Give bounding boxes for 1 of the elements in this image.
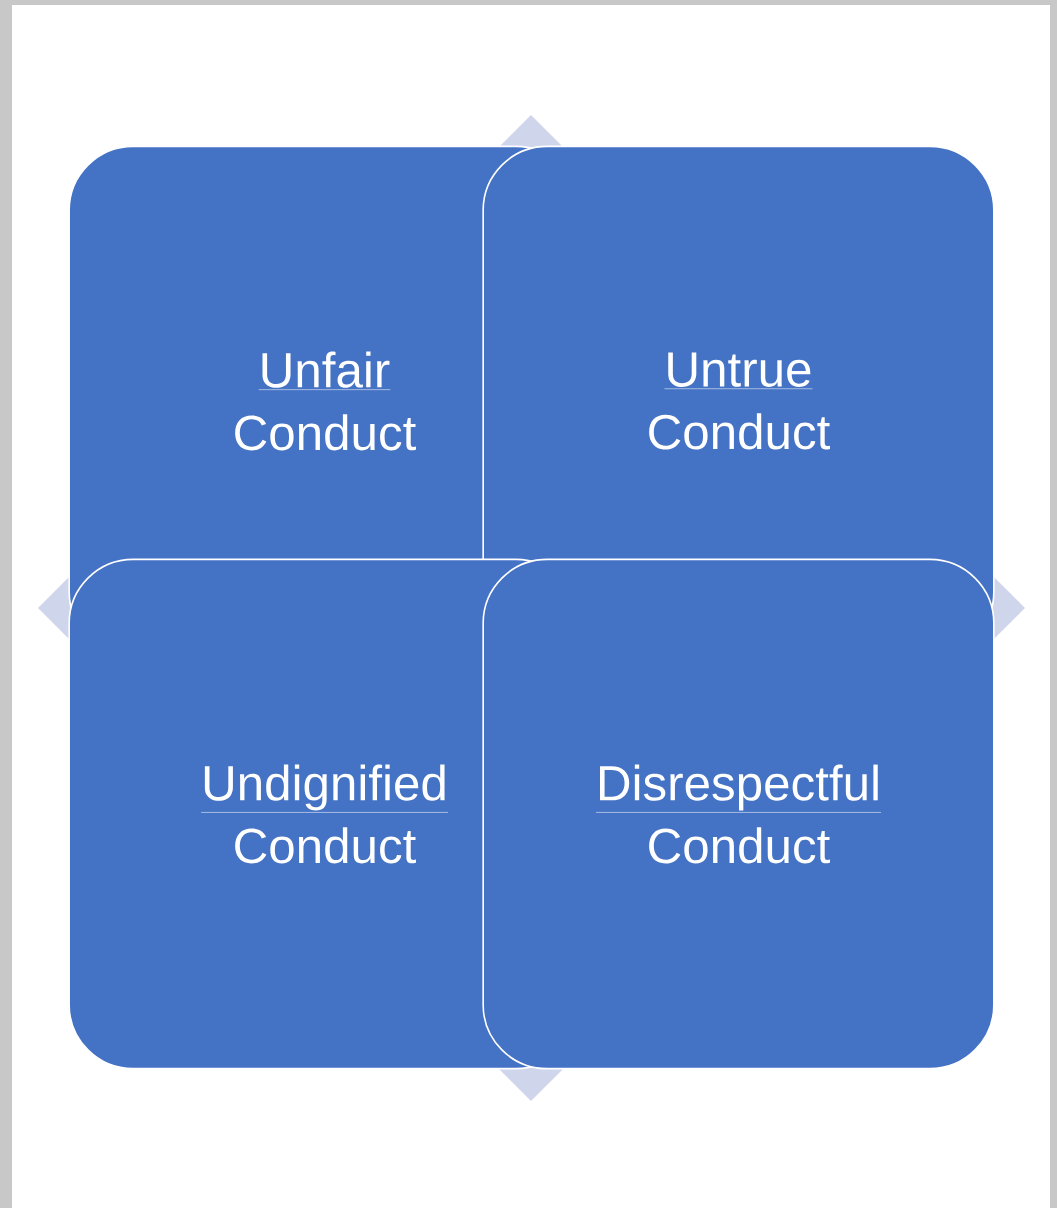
rounded-box: Disrespectful Conduct [482,558,995,1070]
